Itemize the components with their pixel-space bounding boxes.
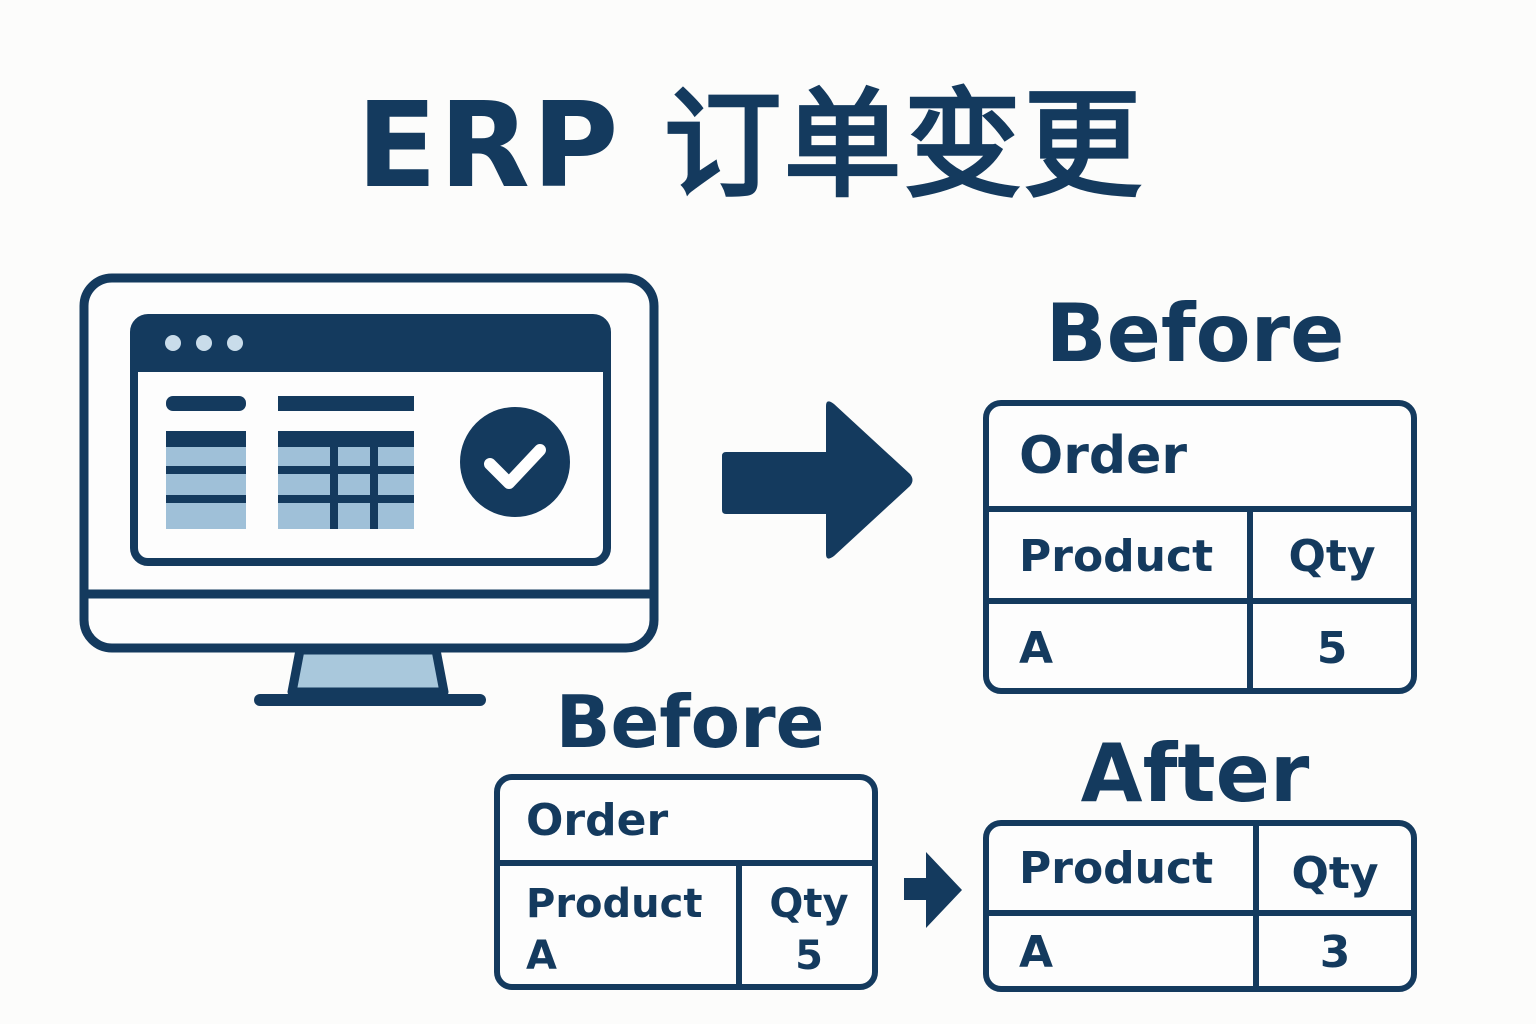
cell-product: A (1019, 926, 1054, 978)
cell-qty: 5 (1316, 622, 1348, 674)
order-table-before-bottom: Order Product Qty A 5 (494, 774, 878, 990)
before-heading-bottom: Before (555, 680, 825, 764)
cell-qty: 3 (1319, 926, 1351, 978)
column-header-qty: Qty (1291, 847, 1379, 899)
page-title: ERP 订单变更 (356, 76, 1144, 214)
column-header-qty: Qty (1288, 530, 1376, 582)
monitor-stand (287, 645, 449, 697)
window-titlebar (134, 318, 607, 372)
window-dot-3 (227, 335, 243, 351)
window-dot-2 (196, 335, 212, 351)
table-caption: Order (526, 794, 669, 846)
cell-product: A (1019, 622, 1054, 674)
column-header-product: Product (1019, 842, 1214, 894)
arrow-right-icon (904, 852, 962, 928)
order-table-after: Product Qty A 3 (983, 820, 1417, 992)
check-circle-icon (460, 407, 570, 517)
column-header-product: Product (1019, 530, 1214, 582)
before-heading-top: Before (1045, 287, 1345, 380)
column-header-qty: Qty (769, 881, 849, 927)
column-header-product: Product (526, 881, 703, 927)
grid-table (278, 431, 414, 529)
list-header-bar (166, 396, 246, 411)
order-table-before-top: Order Product Qty A 5 (983, 400, 1417, 694)
computer-monitor-icon (79, 273, 659, 706)
cell-qty: 5 (795, 933, 823, 979)
table-caption: Order (1019, 426, 1187, 486)
arrow-right-icon (722, 401, 913, 559)
window-dot-1 (165, 335, 181, 351)
grid-header-bar (278, 396, 414, 411)
list-table (166, 431, 246, 529)
cell-product: A (526, 933, 557, 979)
after-heading: After (1080, 727, 1310, 820)
